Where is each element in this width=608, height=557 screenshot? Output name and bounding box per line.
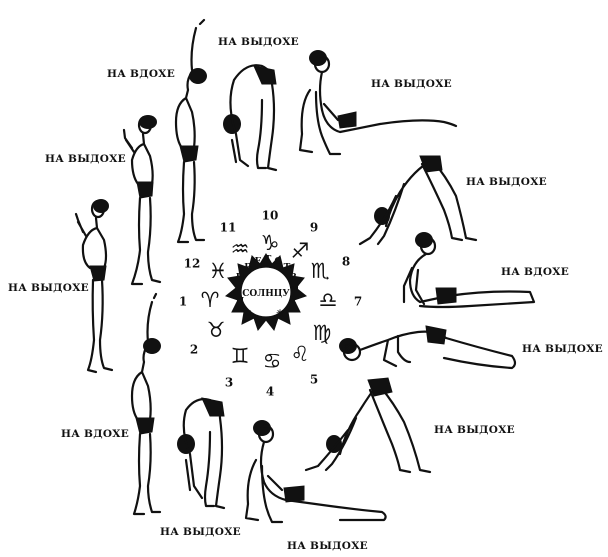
pose-forward-fold-lower-figure: [177, 397, 226, 510]
caption-exhale: НА ВЫДОХЕ: [434, 424, 515, 436]
pose-downward-dog-lower-figure: [304, 377, 432, 474]
dial-number: 6: [342, 343, 350, 357]
zodiac-aquarius-icon: ♒: [231, 237, 250, 261]
dial-number: 2: [190, 343, 198, 357]
pose-raised-arms-upper-figure: [174, 18, 207, 244]
greeting-letter: Т: [265, 255, 272, 265]
caption-exhale: НА ВЫДОХЕ: [466, 176, 547, 188]
caption-exhale: НА ВЫДОХЕ: [8, 282, 89, 294]
zodiac-scorpio-icon: ♏: [311, 259, 330, 283]
greeting-letter: И: [236, 273, 245, 283]
greeting-letter: С: [274, 257, 281, 267]
greeting-letter: Е: [290, 297, 297, 307]
pose-prayer-figure: [122, 115, 162, 286]
breathing-captions: НА ВЫДОХЕ НА ВДОХЕ НА ВЫДОХЕ НА ВЫДОХЕ Н…: [8, 36, 603, 552]
pose-raised-arms-lower-figure: [130, 292, 162, 516]
pose-lunge-upper-figure: [298, 50, 458, 156]
caption-inhale: НА ВДОХЕ: [61, 428, 129, 440]
dial-number: 10: [262, 209, 279, 223]
caption-exhale: НА ВЫДОХЕ: [218, 36, 299, 48]
zodiac-leo-icon: ♌: [291, 342, 310, 366]
dial-number: 5: [310, 373, 318, 387]
dial-number: 12: [184, 257, 201, 271]
caption-exhale: НА ВЫДОХЕ: [287, 540, 368, 552]
caption-exhale: НА ВЫДОХЕ: [160, 526, 241, 538]
caption-exhale: НА ВЫДОХЕ: [371, 78, 452, 90]
greeting-letter: П: [236, 297, 245, 307]
zodiac-taurus-icon: ♉: [207, 318, 226, 342]
sun-star-icon: ✳: [276, 309, 284, 319]
dial-number: 7: [354, 295, 362, 309]
zodiac-capricorn-icon: ♑: [261, 231, 280, 255]
greeting-letter: И: [291, 285, 300, 295]
zodiac-dial: СОЛНЦУ ✳ ✳ П Р И В Е Т С Т В И Е ♈ ♉ ♊ ♋…: [179, 209, 362, 399]
pose-downward-dog-upper-figure: [358, 155, 478, 246]
pose-lunge-lower-figure: [244, 420, 387, 524]
sun-disc: [240, 266, 292, 318]
pose-forward-fold-upper-figure: [223, 64, 278, 172]
zodiac-aries-icon: ♈: [201, 288, 220, 312]
greeting-letter: В: [244, 263, 252, 273]
zodiac-libra-icon: ♎: [319, 288, 338, 312]
dial-number: 1: [179, 295, 187, 309]
zodiac-pisces-icon: ♓: [209, 259, 228, 283]
pose-eight-limbed-figure: [339, 325, 517, 370]
dial-number: 9: [310, 221, 318, 235]
pose-cobra-figure: [402, 232, 536, 309]
caption-exhale: НА ВЫДОХЕ: [522, 343, 603, 355]
greeting-letter: В: [289, 273, 297, 283]
zodiac-virgo-icon: ♍: [313, 321, 332, 345]
dial-number: 11: [220, 221, 237, 235]
caption-inhale: НА ВДОХЕ: [501, 266, 569, 278]
dial-number: 8: [342, 255, 350, 269]
greeting-letter: Т: [284, 263, 291, 273]
dial-number: 3: [225, 376, 233, 390]
zodiac-cancer-icon: ♋: [263, 349, 282, 373]
zodiac-sagittarius-icon: ♐: [291, 239, 310, 263]
pose-prayer-standing-figure: [74, 199, 114, 374]
caption-inhale: НА ВДОХЕ: [107, 68, 175, 80]
greeting-letter: Е: [255, 257, 262, 267]
sun-center-text: СОЛНЦУ: [242, 289, 290, 299]
sun-star-icon: ✳: [244, 309, 252, 319]
caption-exhale: НА ВЫДОХЕ: [45, 153, 126, 165]
sun-emblem: СОЛНЦУ ✳ ✳: [224, 253, 308, 332]
zodiac-gemini-icon: ♊: [231, 344, 250, 368]
greeting-letter: Р: [235, 285, 242, 295]
dial-number: 4: [266, 385, 274, 399]
